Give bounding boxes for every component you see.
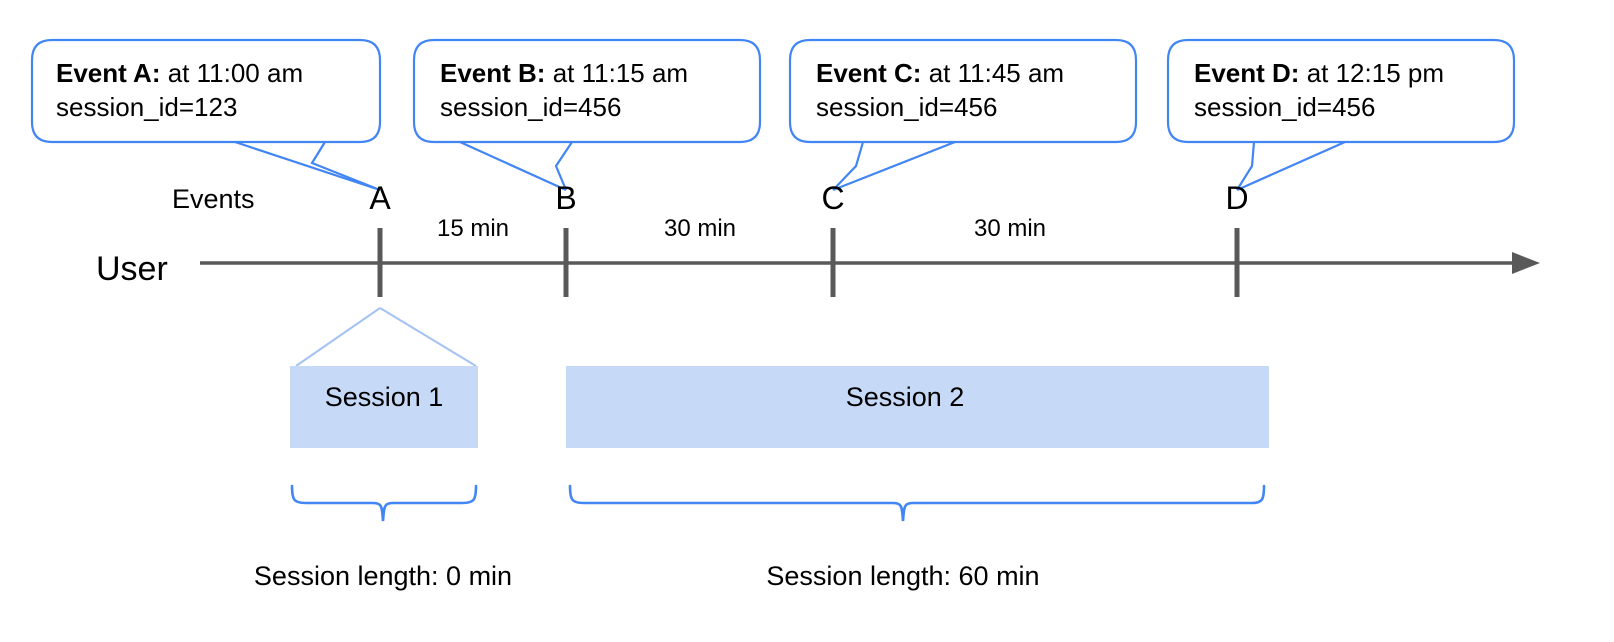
session2-label: Session 2 [846, 382, 965, 412]
callout-event-a[interactable]: Event A: at 11:00 am session_id=123 [30, 38, 382, 192]
callout-b-line2: session_id=456 [440, 92, 621, 122]
callout-b-bubble [412, 38, 762, 144]
session1-label: Session 1 [325, 382, 444, 412]
callout-a-tail-right [310, 141, 381, 192]
callout-c-line1: Event C: at 11:45 am [816, 58, 1064, 88]
callout-b-tail-left [459, 140, 567, 192]
session1-length-label: Session length: 0 min [254, 561, 512, 591]
session1-connector-left [295, 307, 381, 367]
callout-b-tail-right [554, 141, 573, 191]
callout-d-tail-right [1236, 140, 1346, 192]
timeline-axis-arrowhead [1512, 252, 1540, 274]
session2-rect [566, 366, 1269, 448]
gap-label-b-c: 30 min [664, 215, 736, 242]
callout-event-c[interactable]: Event C: at 11:45 am session_id=456 [788, 38, 1138, 192]
marker-letter-c: C [821, 180, 844, 216]
callout-c-tail-left [832, 141, 865, 191]
callout-c-bubble [788, 38, 1138, 144]
session2-length-label: Session length: 60 min [766, 561, 1039, 591]
session-bar-2[interactable]: Session 2 [566, 366, 1269, 448]
session1-connector-right [379, 307, 477, 367]
callout-d-line1: Event D: at 12:15 pm [1194, 58, 1444, 88]
callout-d-bubble [1166, 38, 1516, 144]
gap-label-a-b: 15 min [437, 215, 509, 242]
callout-event-b[interactable]: Event B: at 11:15 am session_id=456 [412, 38, 762, 192]
marker-letter-d: D [1225, 180, 1248, 216]
session-bar-1[interactable]: Session 1 [290, 366, 478, 448]
callout-a-tail-left [234, 140, 381, 192]
callout-c-tail-right [832, 140, 956, 192]
marker-letter-a: A [369, 180, 391, 216]
brace-session-2 [568, 484, 1266, 522]
callout-a-line2: session_id=123 [56, 92, 237, 122]
callout-c-line2: session_id=456 [816, 92, 997, 122]
callout-a-line1: Event A: at 11:00 am [56, 58, 303, 88]
lane-label-user: User [96, 250, 168, 288]
callout-b-line1: Event B: at 11:15 am [440, 58, 688, 88]
marker-letter-b: B [555, 180, 576, 216]
lane-label-events: Events [172, 184, 255, 214]
gap-label-c-d: 30 min [974, 215, 1046, 242]
callout-event-d[interactable]: Event D: at 12:15 pm session_id=456 [1166, 38, 1516, 192]
callout-d-tail-left [1236, 141, 1256, 191]
brace-session-1 [290, 484, 478, 522]
callout-a-bubble [30, 38, 382, 144]
callout-d-line2: session_id=456 [1194, 92, 1375, 122]
session1-rect [290, 366, 478, 448]
